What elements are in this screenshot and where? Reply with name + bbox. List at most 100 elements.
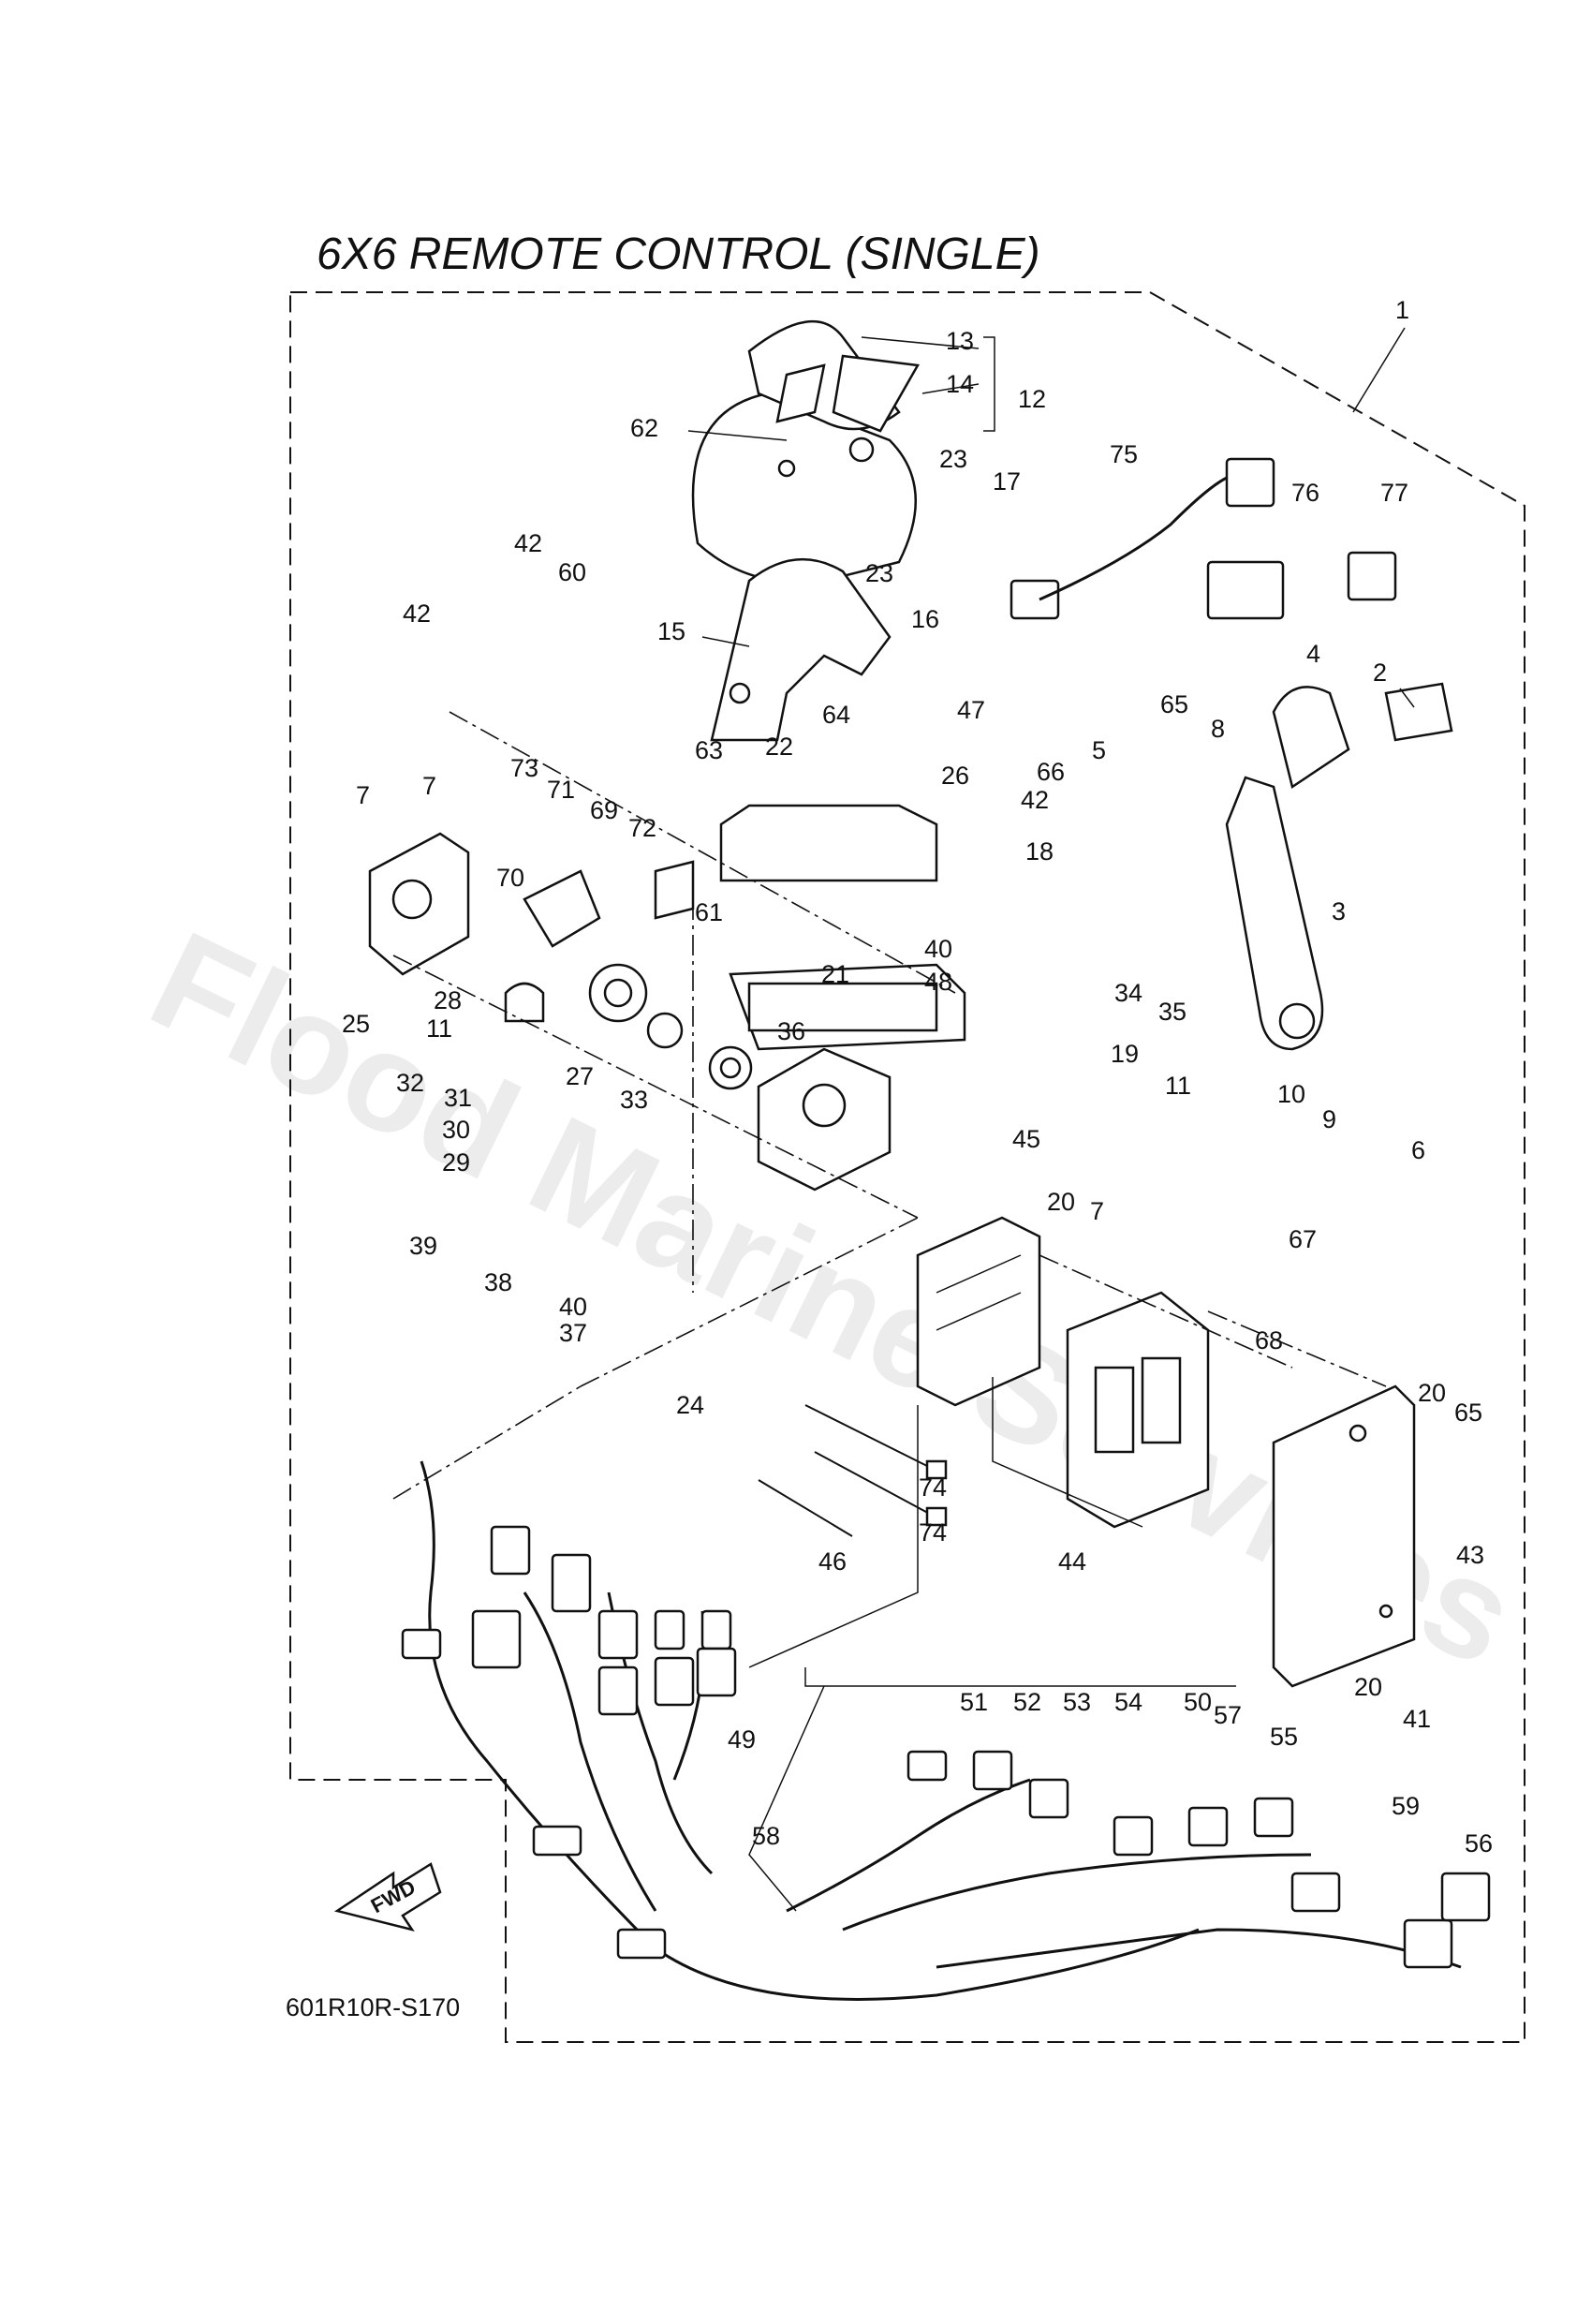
callout-65: 65 [1160,690,1188,718]
callout-58: 58 [752,1822,780,1850]
callout-42: 42 [514,529,542,557]
callout-51: 51 [960,1688,988,1716]
control-unit [916,1216,1041,1407]
callout-26: 26 [941,762,969,790]
callout-38: 38 [484,1268,512,1296]
callout-50: 50 [1184,1688,1212,1716]
cable-75 [1039,476,1228,601]
callout-17: 17 [993,467,1021,496]
callout-40b: 40 [559,1293,587,1321]
callout-13: 13 [946,327,974,355]
cable-ties [758,1404,948,1537]
reference-lines [392,711,1387,1500]
callout-7: 7 [356,781,370,809]
callout-9: 9 [1322,1105,1336,1133]
callout-33: 33 [620,1086,648,1114]
mounting-bracket [1272,1384,1416,1688]
base-frame [719,804,966,1051]
callout-10: 10 [1277,1080,1305,1108]
callout-42c: 42 [1021,786,1049,814]
callout-76: 76 [1291,479,1319,507]
callout-36: 36 [777,1017,805,1045]
callout-25: 25 [342,1010,370,1038]
callout-57: 57 [1214,1701,1242,1729]
callout-45: 45 [1012,1125,1040,1153]
callout-20b: 20 [1418,1379,1446,1407]
callout-12: 12 [1018,385,1046,413]
assembly-boundary [289,291,1525,2043]
harness-connectors [401,457,1491,1969]
callout-3: 3 [1332,897,1346,925]
callout-67: 67 [1289,1225,1317,1253]
diagram-title: 6X6 REMOTE CONTROL (SINGLE) [317,229,1040,279]
callout-23b: 23 [865,559,893,587]
callout-5: 5 [1092,736,1106,764]
callout-27: 27 [566,1062,594,1090]
callout-43: 43 [1456,1541,1484,1569]
relay-box [1066,1291,1210,1529]
diagram-code: 601R10R-S170 [286,1993,461,2021]
callout-16: 16 [911,605,939,633]
callout-15: 15 [657,617,685,645]
callout-32: 32 [396,1069,424,1097]
callout-47: 47 [957,696,985,724]
callout-18: 18 [1025,837,1054,866]
control-lever [1225,682,1453,1051]
callout-72: 72 [628,814,656,842]
callout-70: 70 [496,864,524,892]
callout-37: 37 [559,1319,587,1347]
callout-2: 2 [1373,659,1387,687]
callout-23: 23 [939,445,967,473]
callout-74: 74 [919,1473,947,1502]
callout-65b: 65 [1454,1399,1482,1427]
callout-31: 31 [444,1084,472,1112]
callout-60: 60 [558,558,586,586]
callout-numbers: 1 2 3 4 5 6 7 7 7 8 9 10 11 11 12 13 14 … [342,296,1493,1858]
callout-19: 19 [1111,1040,1139,1068]
callout-28: 28 [434,986,462,1014]
callout-69: 69 [590,796,618,824]
callout-24: 24 [676,1391,704,1419]
callout-48: 48 [924,968,952,996]
callout-54: 54 [1114,1688,1142,1716]
callout-14: 14 [946,370,974,398]
forward-arrow: FWD [333,1862,442,1932]
callout-66: 66 [1037,758,1065,786]
callout-7b: 7 [422,772,436,800]
callout-29: 29 [442,1148,470,1177]
callout-61: 61 [695,898,723,926]
callout-42b: 42 [403,600,431,628]
callout-49: 49 [728,1725,756,1754]
callout-21: 21 [821,960,849,988]
callout-6: 6 [1411,1136,1425,1164]
callout-64: 64 [822,701,850,729]
callout-55: 55 [1270,1723,1298,1751]
lever-housing-cover [691,319,921,584]
callout-62: 62 [630,414,658,442]
callout-11: 11 [426,1014,452,1043]
callout-46: 46 [818,1547,847,1576]
callout-53: 53 [1063,1688,1091,1716]
callout-8: 8 [1211,715,1225,743]
leader-lines [687,327,1415,708]
callout-11b: 11 [1165,1072,1191,1100]
callout-7c: 7 [1090,1197,1104,1225]
callout-40: 40 [924,935,952,963]
callout-56: 56 [1465,1829,1493,1858]
callout-59: 59 [1392,1792,1420,1820]
callout-68: 68 [1255,1326,1283,1354]
callout-73: 73 [510,754,538,782]
callout-20c: 20 [1354,1673,1382,1701]
callout-41: 41 [1403,1705,1431,1733]
callout-39: 39 [409,1232,437,1260]
callout-30: 30 [442,1116,470,1144]
callout-4: 4 [1306,640,1320,668]
callout-77: 77 [1380,479,1408,507]
callout-75: 75 [1110,440,1138,468]
callout-20: 20 [1047,1188,1075,1216]
callout-22: 22 [765,733,793,761]
inner-cover [710,557,892,742]
callout-35: 35 [1158,998,1186,1026]
